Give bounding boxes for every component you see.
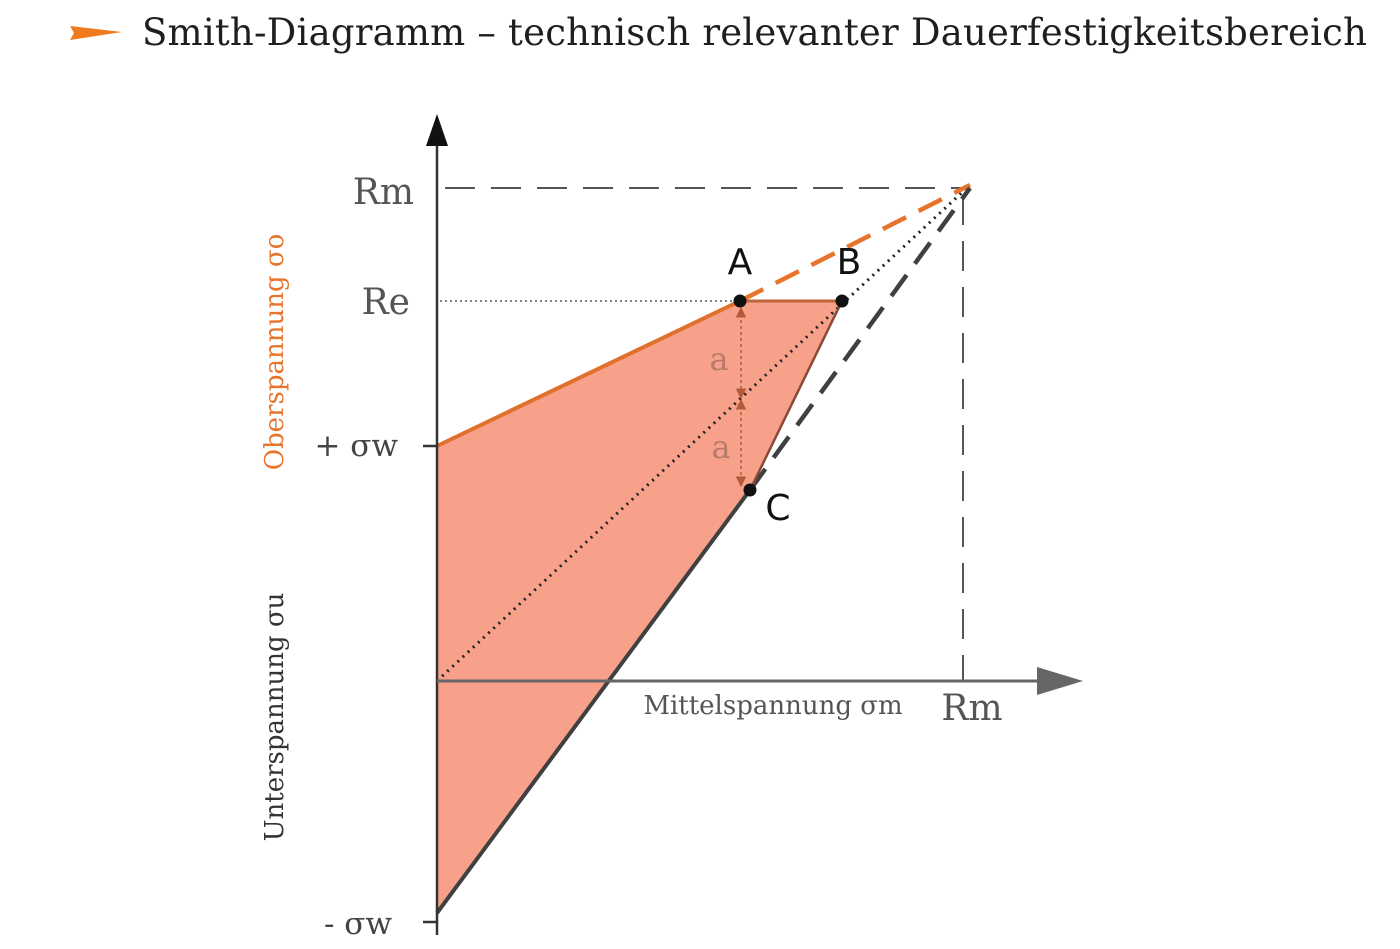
x-axis-arrowhead — [1037, 667, 1083, 695]
slide-title: Smith-Diagramm – technisch relevanter Da… — [142, 10, 1368, 54]
lower-limit-line — [435, 488, 752, 915]
point-b-marker — [835, 294, 849, 308]
x-tick-label-rm: Rm — [941, 688, 1002, 729]
dimension-label-a-upper: a — [709, 340, 728, 378]
point-a-label: A — [728, 242, 753, 283]
point-c-marker — [743, 483, 757, 497]
y-tick-label-minus-sigma-w: - σw — [324, 906, 392, 942]
b-to-c-line — [748, 300, 844, 491]
x-axis-label: Mittelspannung σm — [643, 691, 902, 721]
point-b-label: B — [837, 242, 862, 283]
point-c-label: C — [765, 488, 790, 529]
point-a-marker — [733, 294, 747, 308]
y-tick-label-rm: Rm — [353, 172, 414, 213]
lower-limit-dashed-extension — [748, 186, 972, 492]
upper-limit-line — [436, 299, 741, 448]
upper-limit-dashed-extension — [738, 182, 972, 304]
fatigue-region-fill — [437, 301, 842, 913]
y-axis-label-upper-stress: Oberspannung σo — [260, 234, 290, 471]
title-row: Smith-Diagramm – technisch relevanter Da… — [68, 6, 1367, 58]
y-tick-label-re: Re — [362, 282, 410, 323]
dimension-label-a-lower: a — [711, 428, 730, 466]
y-axis-arrowhead — [426, 114, 448, 146]
y-axis-label-lower-stress: Unterspannung σu — [260, 593, 290, 842]
orange-triangle-bullet-icon — [70, 26, 122, 40]
y-tick-label-plus-sigma-w: + σw — [314, 428, 398, 464]
mean-stress-dotted-diagonal — [435, 183, 972, 683]
